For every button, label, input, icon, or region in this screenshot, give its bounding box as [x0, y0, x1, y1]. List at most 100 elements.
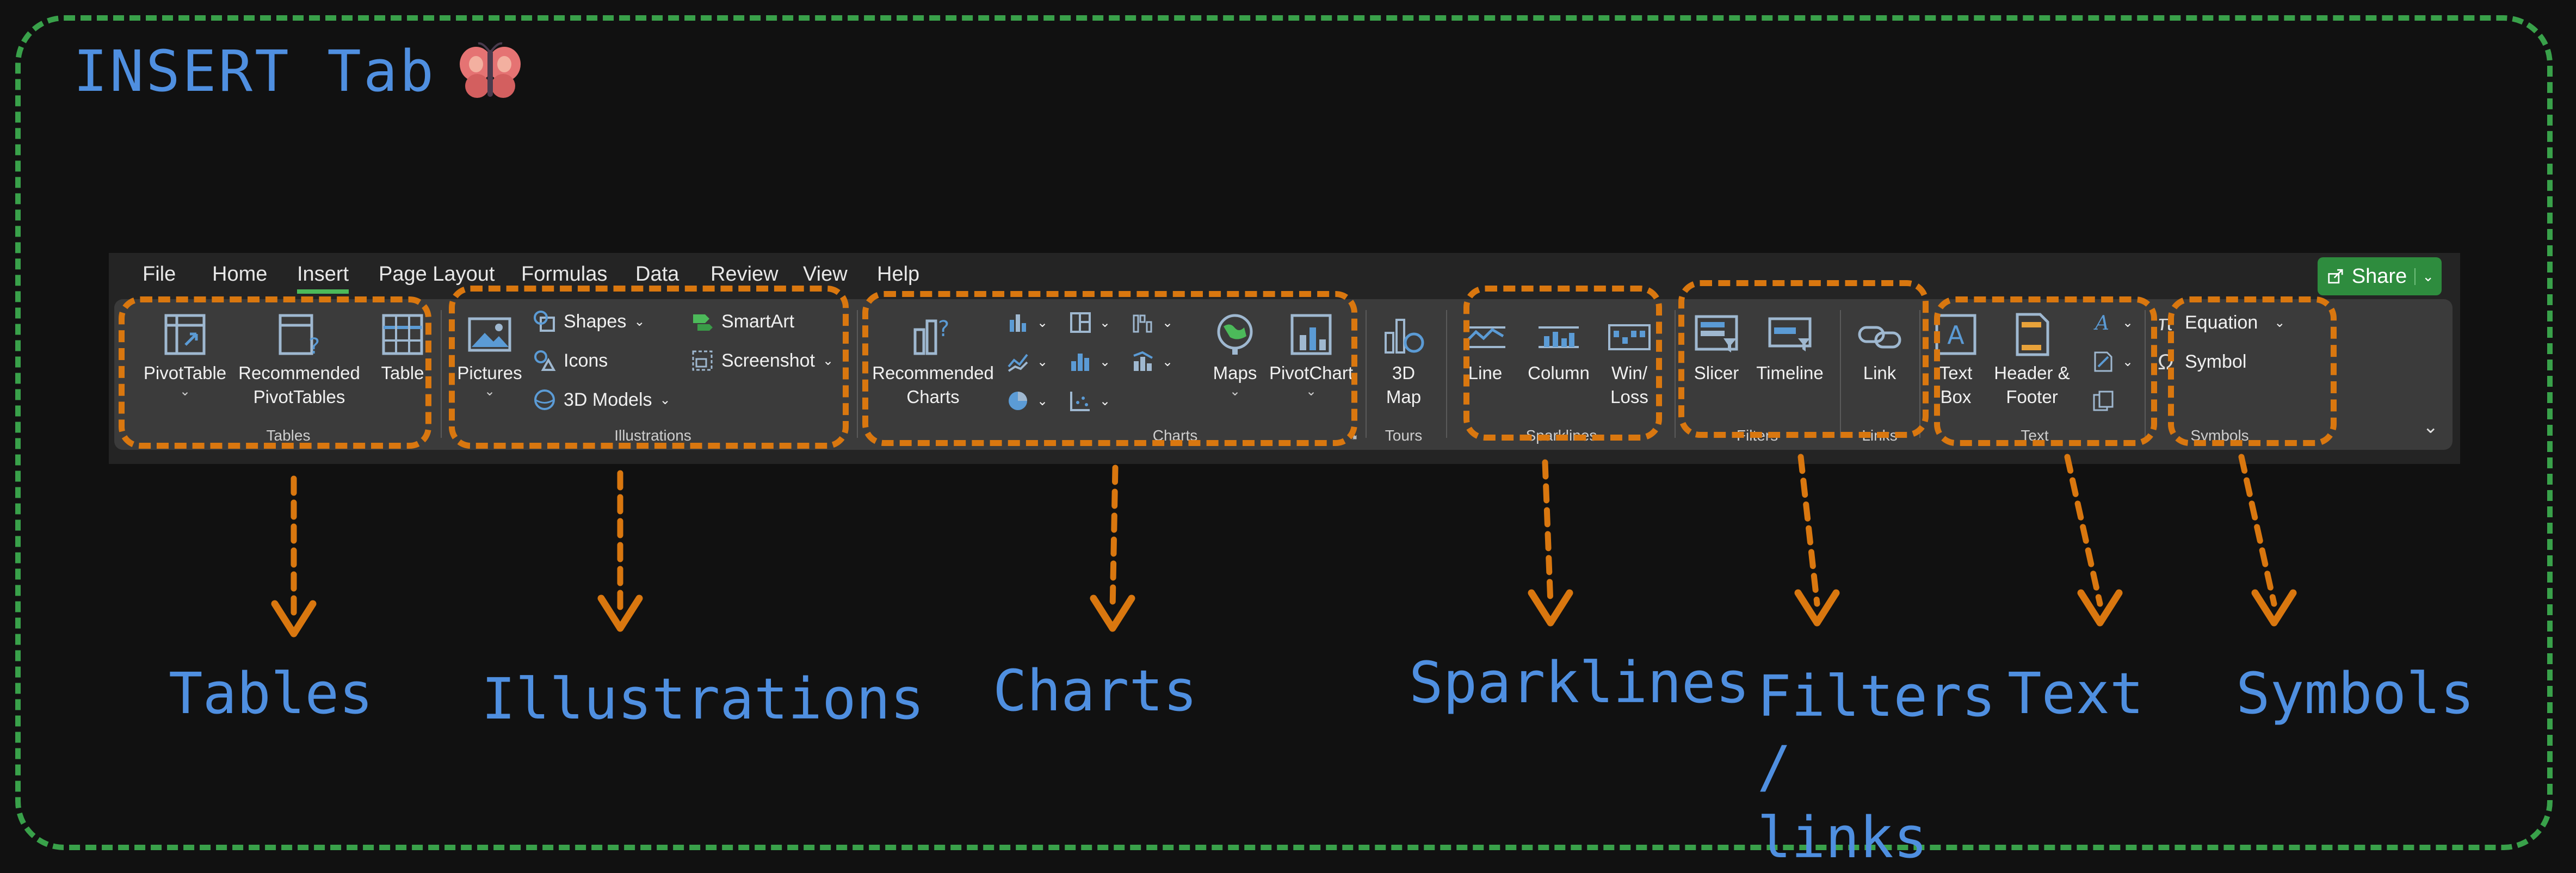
sparkline-line-icon — [1465, 326, 1505, 348]
separator — [1919, 310, 1920, 438]
shapes-icon — [534, 311, 555, 332]
pivotchart-label: PivotChart — [1269, 363, 1354, 383]
shapes-label: Shapes — [564, 311, 627, 332]
group-label-filters: Filters — [1736, 427, 1778, 444]
annotation-illustrations: Illustrations — [481, 666, 924, 732]
separator — [441, 310, 442, 438]
shapes-dropdown-icon: ⌄ — [634, 314, 645, 329]
text-box-label: Text Box — [1939, 363, 1973, 407]
share-dropdown-icon[interactable]: ⌄ — [2414, 268, 2434, 285]
dialog-launcher-icon[interactable]: ⬊ — [1348, 429, 1358, 442]
sparkline-winloss-button[interactable]: Win/ Loss — [1597, 311, 1662, 409]
tab-help[interactable]: Help — [877, 263, 920, 286]
pie-chart-icon — [1009, 392, 1027, 410]
sparkline-line-button[interactable]: Line — [1455, 311, 1515, 385]
smartart-button[interactable]: SmartArt — [691, 310, 794, 333]
group-label-tables: Tables — [266, 427, 311, 444]
sparkline-winloss-icon — [1608, 324, 1651, 350]
group-label-links: Links — [1862, 427, 1898, 444]
3d-models-label: 3D Models — [564, 389, 652, 410]
chevron-down-icon: ⌄ — [1037, 315, 1048, 330]
table-icon — [382, 314, 423, 355]
annotation-filters-links: Filters / links — [1757, 663, 1996, 871]
combo-chart-icon — [1133, 351, 1153, 371]
timeline-icon — [1768, 317, 1812, 351]
signature-icon — [2094, 351, 2112, 372]
recommended-charts-button[interactable]: ? Recommended Charts — [865, 311, 1001, 409]
tab-insert[interactable]: Insert — [297, 263, 349, 294]
histogram-icon — [1071, 354, 1089, 371]
pie-chart-button[interactable]: ⌄ — [1006, 389, 1048, 412]
icons-button[interactable]: Icons — [533, 349, 608, 372]
object-icon — [2093, 391, 2114, 411]
group-label-symbols: Symbols — [2190, 427, 2249, 444]
sparkline-line-label: Line — [1468, 363, 1503, 383]
icons-icon — [534, 350, 556, 371]
equation-dropdown-icon[interactable]: ⌄ — [2274, 315, 2285, 330]
smartart-label: SmartArt — [721, 311, 795, 332]
maps-button[interactable]: Maps ⌄ — [1202, 311, 1268, 398]
waterfall-chart-button[interactable]: ⌄ — [1132, 311, 1173, 334]
table-button[interactable]: Table — [373, 311, 433, 385]
tab-file[interactable]: File — [143, 263, 176, 286]
tab-review[interactable]: Review — [711, 263, 779, 286]
recommended-pivottables-button[interactable]: ? Recommended PivotTables — [231, 311, 367, 409]
svg-text:A: A — [1947, 320, 1965, 350]
svg-text:A: A — [2093, 312, 2109, 334]
header-footer-button[interactable]: Header & Footer — [1991, 311, 2073, 409]
share-button[interactable]: Share ⌄ — [2318, 257, 2442, 295]
chevron-down-icon: ⌄ — [1037, 393, 1048, 408]
ribbon-commands: PivotTable ⌄ ? Recommended PivotTables T… — [114, 299, 2453, 450]
timeline-button[interactable]: Timeline — [1749, 311, 1831, 385]
chevron-down-icon: ⌄ — [1099, 315, 1111, 330]
text-box-button[interactable]: A Text Box — [1926, 311, 1986, 409]
tab-home[interactable]: Home — [212, 263, 268, 286]
tab-formulas[interactable]: Formulas — [521, 263, 608, 286]
tab-view[interactable]: View — [803, 263, 848, 286]
collapse-ribbon-icon[interactable]: ⌄ — [2423, 417, 2439, 437]
sparkline-column-icon — [1539, 326, 1579, 348]
equation-label: Equation — [2185, 312, 2258, 333]
recommended-charts-icon: ? — [913, 317, 949, 355]
slicer-label: Slicer — [1694, 363, 1739, 383]
equation-button[interactable]: π Equation ⌄ — [2154, 311, 2285, 335]
wordart-button[interactable]: A⌄ — [2092, 311, 2133, 334]
share-icon — [2328, 269, 2343, 284]
tab-data[interactable]: Data — [635, 263, 679, 286]
pivotchart-icon — [1290, 314, 1332, 355]
pivottable-button[interactable]: PivotTable ⌄ — [144, 311, 226, 399]
recommended-charts-label: Recommended Charts — [872, 363, 994, 407]
line-chart-button[interactable]: ⌄ — [1006, 350, 1048, 373]
signature-line-button[interactable]: ⌄ — [2092, 350, 2133, 373]
slicer-button[interactable]: Slicer — [1687, 311, 1746, 385]
statistic-chart-button[interactable]: ⌄ — [1069, 350, 1110, 373]
hierarchy-chart-button[interactable]: ⌄ — [1069, 311, 1110, 334]
3d-models-button[interactable]: 3D Models ⌄ — [533, 388, 671, 411]
object-button[interactable] — [2092, 389, 2115, 412]
pivotchart-button[interactable]: PivotChart ⌄ — [1268, 311, 1355, 398]
treemap-icon — [1070, 312, 1091, 333]
pictures-button[interactable]: Pictures ⌄ — [452, 311, 528, 398]
link-button[interactable]: Link — [1850, 311, 1910, 385]
screenshot-button[interactable]: Screenshot ⌄ — [691, 349, 833, 372]
share-label: Share — [2351, 264, 2407, 288]
scatter-chart-button[interactable]: ⌄ — [1069, 389, 1110, 412]
butterfly-icon — [460, 42, 521, 98]
tab-page-layout[interactable]: Page Layout — [379, 263, 495, 286]
column-chart-button[interactable]: ⌄ — [1006, 311, 1048, 334]
header-footer-icon — [2016, 313, 2049, 356]
chevron-down-icon: ⌄ — [1037, 354, 1048, 369]
timeline-label: Timeline — [1756, 363, 1824, 383]
combo-chart-button[interactable]: ⌄ — [1132, 350, 1173, 373]
shapes-button[interactable]: Shapes ⌄ — [533, 310, 645, 333]
symbol-button[interactable]: Ω Symbol — [2154, 350, 2246, 374]
3d-map-button[interactable]: 3D Map — [1371, 311, 1436, 409]
pivottable-dropdown-icon: ⌄ — [179, 384, 191, 399]
group-label-tours: Tours — [1385, 427, 1423, 444]
smartart-icon — [693, 314, 713, 331]
globe-icon — [1217, 314, 1253, 355]
icons-label: Icons — [564, 350, 608, 371]
ribbon: File Home Insert Page Layout Formulas Da… — [109, 253, 2460, 464]
sparkline-column-button[interactable]: Column — [1521, 311, 1597, 385]
3d-map-icon — [1385, 319, 1424, 354]
